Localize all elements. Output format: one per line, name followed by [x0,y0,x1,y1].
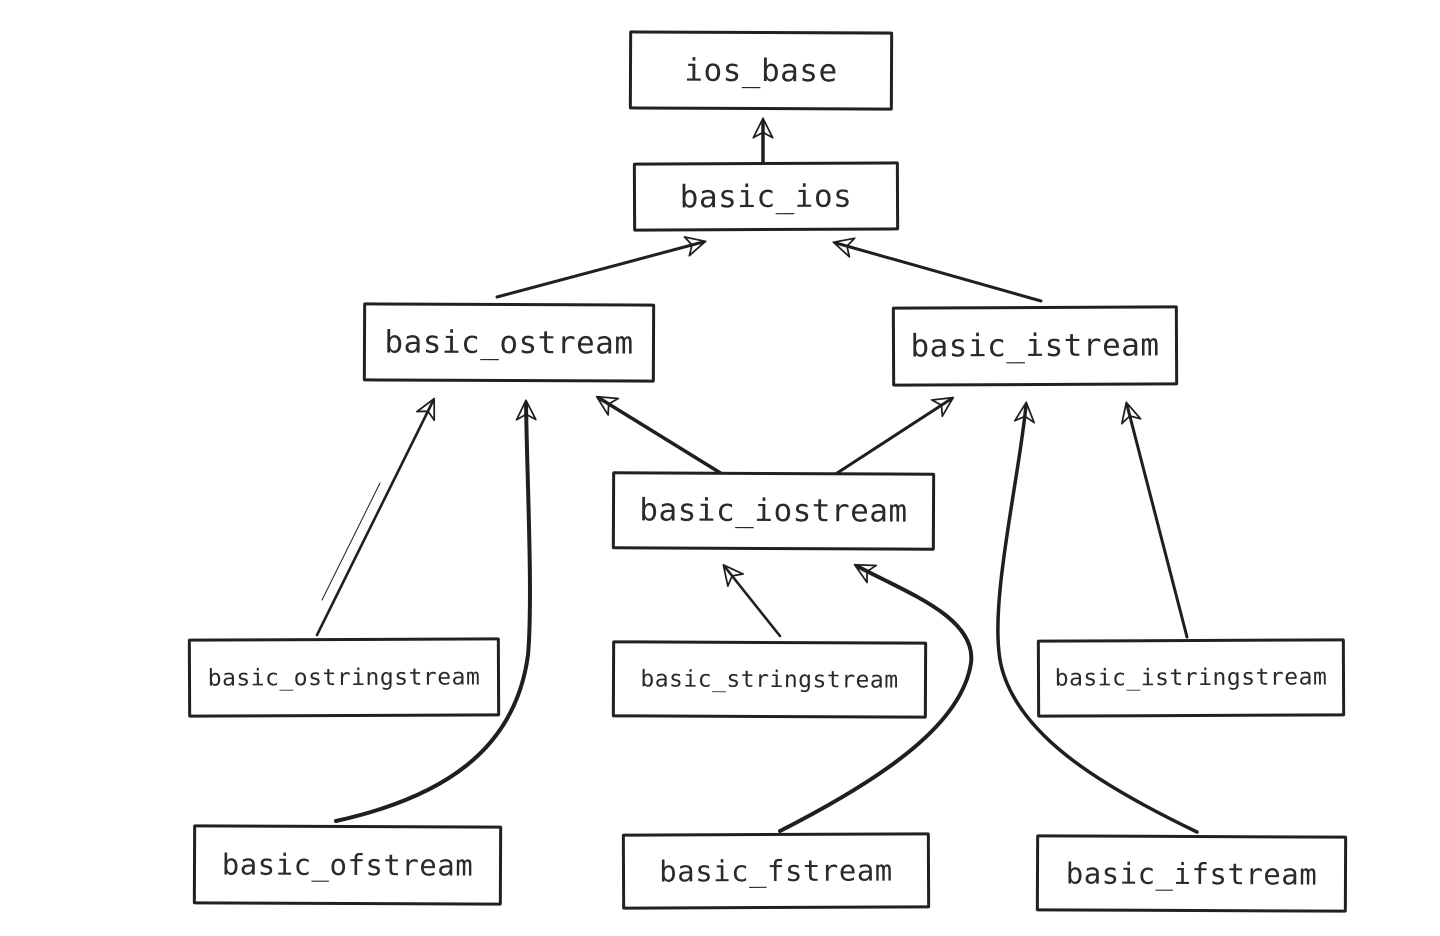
node-basic-iostream: basic_iostream [611,471,936,551]
node-basic-istringstream-label: basic_istringstream [1054,664,1328,692]
node-basic-ifstream-label: basic_ifstream [1065,855,1318,892]
edge-basic-ostringstream-to-basic-ostream [315,401,433,637]
edge-basic-fstream-to-basic-iostream [778,566,974,833]
edge-basic-ifstream-to-basic-istream [996,405,1199,834]
node-basic-ofstream: basic_ofstream [192,824,503,906]
node-basic-ios: basic_ios [632,161,900,232]
node-basic-ostream-label: basic_ostream [384,323,634,362]
edge-basic-ofstream-to-basic-ostream [334,403,530,823]
edge-basic-iostream-to-basic-istream [829,399,951,479]
edge-basic-istringstream-to-basic-istream [1127,405,1189,639]
node-basic-ifstream: basic_ifstream [1035,834,1348,913]
edge-sketch-overdraw [321,482,381,601]
node-basic-ofstream-label: basic_ofstream [221,847,474,883]
node-basic-ostringstream: basic_ostringstream [187,637,501,718]
node-basic-iostream-label: basic_iostream [639,492,908,530]
edge-basic-istream-to-basic-ios [836,243,1043,303]
edge-basic-ostream-to-basic-ios [495,242,703,299]
edge-basic-stringstream-to-basic-iostream [725,567,782,638]
node-basic-ios-label: basic_ios [679,178,853,215]
node-basic-stringstream: basic_stringstream [611,640,928,719]
node-basic-fstream-label: basic_fstream [659,853,893,889]
node-basic-ostringstream-label: basic_ostringstream [207,663,481,692]
node-basic-ostream: basic_ostream [362,302,656,383]
edge-basic-iostream-to-basic-ostream [599,398,729,479]
node-ios-base-label: ios_base [684,52,838,89]
node-basic-stringstream-label: basic_stringstream [640,665,899,694]
node-ios-base: ios_base [628,30,894,111]
node-basic-istream: basic_istream [891,305,1179,387]
node-basic-istringstream: basic_istringstream [1036,638,1346,718]
node-basic-fstream: basic_fstream [621,832,931,910]
node-basic-istream-label: basic_istream [910,327,1160,365]
